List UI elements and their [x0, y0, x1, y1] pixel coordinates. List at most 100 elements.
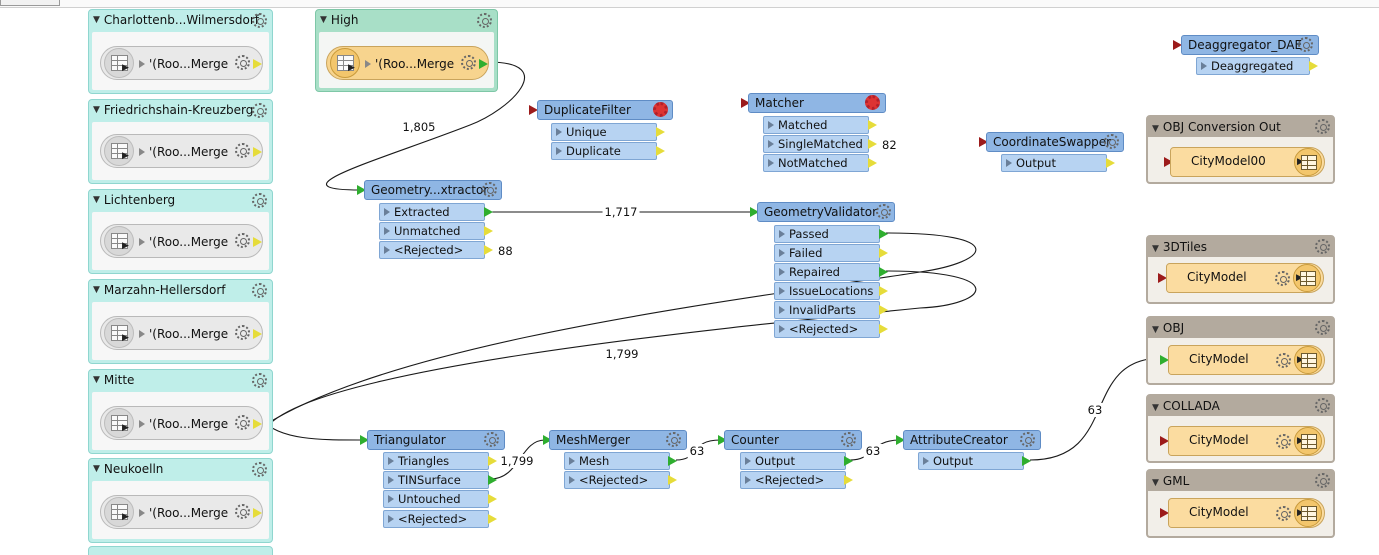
port-output[interactable]: Output	[740, 452, 846, 470]
output-port-icon[interactable]	[656, 127, 665, 137]
gear-icon[interactable]	[484, 432, 499, 447]
port-single-matched[interactable]: SingleMatched	[763, 135, 869, 153]
port-mesh[interactable]: Mesh	[564, 452, 670, 470]
port-matched[interactable]: Matched	[763, 116, 869, 134]
writer-feature-type[interactable]: CityModel ▶	[1168, 345, 1325, 375]
gear-icon[interactable]	[1276, 353, 1291, 368]
gear-icon[interactable]	[876, 204, 891, 219]
reader-feature-type[interactable]: ▶ '(Roo...Merge	[100, 224, 263, 258]
port-rejected[interactable]: <Rejected>	[740, 471, 846, 489]
gear-icon[interactable]	[461, 55, 476, 70]
input-port-icon[interactable]	[1160, 508, 1169, 518]
input-port-connected-icon[interactable]	[1160, 355, 1169, 365]
port-untouched[interactable]: Untouched	[383, 490, 489, 508]
bookmark-partial[interactable]	[88, 546, 273, 555]
port-tin-surface[interactable]: TINSurface	[383, 471, 489, 489]
reader-feature-type[interactable]: ▶ '(Roo...Merge	[100, 46, 263, 80]
transformer-mesh-merger[interactable]: MeshMerger	[549, 430, 687, 450]
input-port-icon[interactable]	[1158, 273, 1167, 283]
output-port-icon[interactable]	[484, 245, 493, 255]
output-port-icon[interactable]	[868, 139, 877, 149]
bookmark-charlottenburg[interactable]: ▼Charlottenb...Wilmersdorf ▶ '(Roo...Mer…	[88, 9, 273, 94]
transformer-coordinate-swapper[interactable]: CoordinateSwapper	[986, 132, 1124, 152]
gear-icon[interactable]	[482, 182, 497, 197]
port-rejected[interactable]: <Rejected>	[383, 510, 489, 528]
output-port-icon[interactable]	[253, 508, 262, 518]
port-rejected[interactable]: <Rejected>	[564, 471, 670, 489]
output-port-connected-icon[interactable]	[484, 207, 493, 217]
gear-icon[interactable]	[235, 325, 250, 340]
port-failed[interactable]: Failed	[774, 244, 880, 262]
port-invalid-parts[interactable]: InvalidParts	[774, 301, 880, 319]
gear-icon[interactable]	[1276, 434, 1291, 449]
writer-group-gml[interactable]: ▼GML CityModel ▶	[1146, 469, 1335, 538]
collapse-triangle-icon[interactable]: ▼	[1152, 403, 1159, 413]
port-duplicate[interactable]: Duplicate	[551, 142, 657, 160]
input-port-icon[interactable]	[979, 137, 988, 147]
reader-feature-type[interactable]: ▶ '(Roo...Merge	[100, 406, 263, 440]
collapse-triangle-icon[interactable]: ▼	[93, 195, 100, 205]
port-output[interactable]: Output	[918, 452, 1024, 470]
port-issue-locations[interactable]: IssueLocations	[774, 282, 880, 300]
output-port-icon[interactable]	[868, 120, 877, 130]
gear-icon[interactable]	[235, 143, 250, 158]
gear-icon[interactable]	[252, 373, 267, 388]
collapse-triangle-icon[interactable]: ▼	[1152, 478, 1159, 488]
bookmark-neukoelln[interactable]: ▼Neukoelln ▶ '(Roo...Merge	[88, 458, 273, 543]
gear-icon[interactable]	[1315, 239, 1330, 254]
gear-icon[interactable]	[252, 193, 267, 208]
transformer-attribute-creator[interactable]: AttributeCreator	[903, 430, 1041, 450]
output-port-icon[interactable]	[868, 158, 877, 168]
input-port-icon[interactable]	[1164, 157, 1173, 167]
output-port-icon[interactable]	[879, 305, 888, 315]
collapse-triangle-icon[interactable]: ▼	[93, 105, 100, 115]
transformer-deaggregator[interactable]: Deaggregator_DAE	[1181, 35, 1319, 55]
port-deaggregated[interactable]: Deaggregated	[1196, 57, 1310, 75]
transformer-triangulator[interactable]: Triangulator	[367, 430, 505, 450]
gear-icon[interactable]	[1298, 37, 1313, 52]
output-port-connected-icon[interactable]	[879, 229, 888, 239]
output-port-icon[interactable]	[488, 456, 497, 466]
reader-feature-type[interactable]: ▶ '(Roo...Merge	[100, 316, 263, 350]
bookmark-lichtenberg[interactable]: ▼Lichtenberg ▶ '(Roo...Merge	[88, 189, 273, 274]
input-port-icon[interactable]	[1160, 436, 1169, 446]
transformer-matcher[interactable]: Matcher	[748, 93, 886, 113]
gear-icon[interactable]	[1315, 398, 1330, 413]
gear-warning-icon[interactable]	[865, 95, 880, 110]
collapse-triangle-icon[interactable]: ▼	[1152, 325, 1159, 335]
gear-icon[interactable]	[252, 103, 267, 118]
collapse-triangle-icon[interactable]: ▼	[93, 464, 100, 474]
output-port-icon[interactable]	[844, 475, 853, 485]
port-passed[interactable]: Passed	[774, 225, 880, 243]
gear-icon[interactable]	[235, 55, 250, 70]
output-port-icon[interactable]	[1309, 61, 1318, 71]
input-port-connected-icon[interactable]	[360, 435, 369, 445]
reader-feature-type[interactable]: ▶ '(Roo...Merge	[326, 46, 489, 80]
bookmark-mitte[interactable]: ▼Mitte ▶ '(Roo...Merge	[88, 369, 273, 454]
writer-feature-type[interactable]: CityModel ▶	[1166, 263, 1324, 293]
output-port-icon[interactable]	[879, 286, 888, 296]
reader-feature-type[interactable]: ▶ '(Roo...Merge	[100, 134, 263, 168]
gear-icon[interactable]	[252, 13, 267, 28]
gear-icon[interactable]	[252, 462, 267, 477]
port-rejected[interactable]: <Rejected>	[774, 320, 880, 338]
writer-group-collada[interactable]: ▼COLLADA CityModel ▶	[1146, 394, 1335, 463]
output-port-connected-icon[interactable]	[668, 456, 677, 466]
writer-group-3dtiles[interactable]: ▼3DTiles CityModel ▶	[1146, 235, 1335, 304]
writer-feature-type[interactable]: CityModel ▶	[1168, 426, 1325, 456]
output-port-icon[interactable]	[656, 146, 665, 156]
gear-warning-icon[interactable]	[653, 102, 668, 117]
gear-icon[interactable]	[252, 283, 267, 298]
output-port-connected-icon[interactable]	[479, 59, 488, 69]
output-port-icon[interactable]	[1106, 158, 1115, 168]
gear-icon[interactable]	[1315, 473, 1330, 488]
bookmark-high[interactable]: ▼High ▶ '(Roo...Merge	[315, 9, 498, 92]
collapse-triangle-icon[interactable]: ▼	[93, 285, 100, 295]
input-port-icon[interactable]	[529, 105, 538, 115]
output-port-icon[interactable]	[253, 147, 262, 157]
port-rejected[interactable]: <Rejected>	[379, 241, 485, 259]
input-port-icon[interactable]	[1173, 40, 1182, 50]
gear-icon[interactable]	[1104, 134, 1119, 149]
writer-group-obj-conversion-out[interactable]: ▼OBJ Conversion Out CityModel00 ▶	[1146, 115, 1335, 184]
